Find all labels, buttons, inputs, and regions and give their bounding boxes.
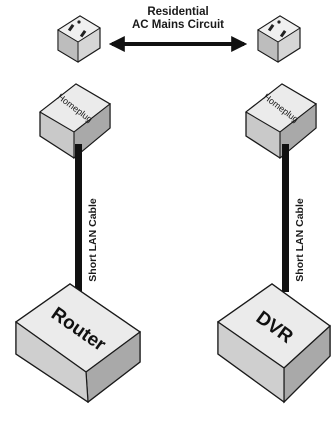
mains-label-line2: AC Mains Circuit (132, 19, 224, 31)
right-wall-outlet-icon (257, 15, 301, 63)
left-cable-label: Short LAN Cable (87, 198, 99, 282)
router-device: Router (14, 283, 142, 404)
left-wall-outlet-icon (57, 15, 101, 63)
right-cable-label: Short LAN Cable (294, 198, 306, 282)
mains-label-line1: Residential (147, 6, 208, 18)
dvr-device: DVR (216, 283, 331, 404)
left-homeplug-adapter: Homeplug (39, 83, 111, 160)
right-lan-cable (282, 144, 289, 292)
right-homeplug-adapter: Homeplug (245, 83, 317, 160)
left-lan-cable (75, 144, 82, 292)
